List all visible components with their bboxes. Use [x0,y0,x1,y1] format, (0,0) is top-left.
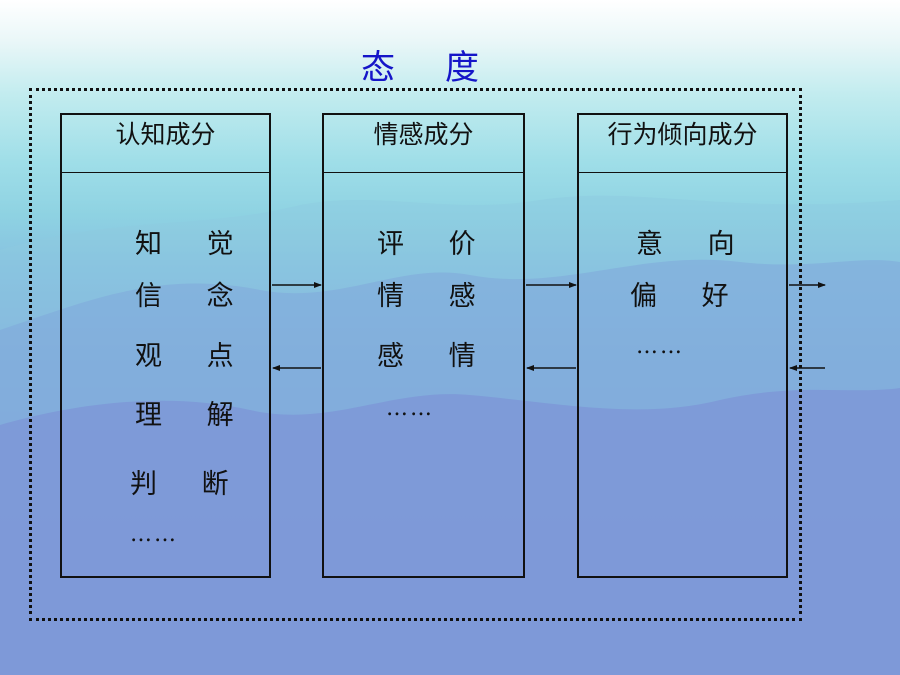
behavioral-header: 行为倾向成分 [579,115,786,173]
affective-item-emotion: 情 感 [377,281,494,312]
behavioral-item-preference: 偏 好 [630,281,747,312]
cognitive-item-perception: 知 觉 [135,229,252,260]
cognitive-item-viewpoint: 观 点 [135,341,252,372]
behavioral-component-box: 行为倾向成分 [577,113,788,578]
cognitive-item-understanding: 理 解 [135,400,252,431]
cognitive-item-ellipsis: …… [130,522,178,547]
behavioral-item-ellipsis: …… [636,334,684,359]
affective-component-box: 情感成分 [322,113,525,578]
behavioral-item-intention: 意 向 [636,229,753,260]
title-char-2: 度 [445,48,479,88]
cognitive-component-box: 认知成分 [60,113,271,578]
cognitive-item-belief: 信 念 [135,281,252,312]
affective-item-evaluation: 评 价 [377,229,494,260]
diagram-title: 态度 [300,40,540,89]
attitude-dotted-frame [29,88,802,621]
cognitive-item-judgment: 判 断 [130,469,247,500]
affective-item-feeling: 感 情 [377,341,494,372]
affective-item-ellipsis: …… [386,396,434,421]
cognitive-header: 认知成分 [62,115,269,173]
affective-header: 情感成分 [324,115,523,173]
title-char-1: 态 [361,48,395,88]
